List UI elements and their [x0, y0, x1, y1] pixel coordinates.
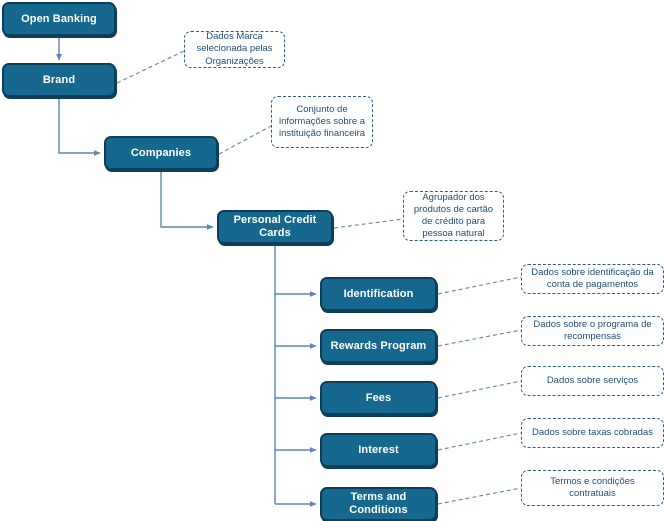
leader-identification-note [437, 276, 522, 295]
note-personal-credit-cards-label: Agrupador dos produtos de cartão de créd… [413, 191, 494, 240]
node-fees[interactable]: Fees [320, 381, 437, 415]
node-identification-label: Identification [343, 287, 414, 300]
node-companies-label: Companies [130, 146, 192, 159]
note-fees: Dados sobre serviços [521, 366, 664, 396]
node-rewards-program-label: Rewards Program [330, 339, 427, 352]
note-identification: Dados sobre identificação da conta de pa… [521, 264, 664, 294]
node-personal-credit-cards-label: Personal Credit Cards [233, 214, 317, 239]
leader-terms-and-conditions-note [437, 487, 522, 505]
note-rewards-program: Dados sobre o programa de recompensas [521, 316, 664, 346]
node-terms-and-conditions-label: Terms and Conditions [349, 491, 408, 516]
note-fees-label: Dados sobre serviços [546, 374, 639, 386]
note-interest: Dados sobre taxas cobradas [521, 418, 664, 448]
node-identification[interactable]: Identification [320, 277, 437, 311]
note-terms-and-conditions-label: Termos e condições contratuais [550, 475, 635, 499]
leader-interest-note [437, 432, 522, 451]
node-terms-and-conditions[interactable]: Terms and Conditions [320, 487, 437, 521]
node-open-banking[interactable]: Open Banking [2, 2, 116, 36]
node-interest[interactable]: Interest [320, 433, 437, 467]
note-personal-credit-cards: Agrupador dos produtos de cartão de créd… [403, 191, 504, 241]
leader-personal-credit-cards-note [333, 218, 404, 229]
node-brand-label: Brand [42, 73, 76, 86]
note-terms-and-conditions: Termos e condições contratuais [521, 470, 664, 506]
node-interest-label: Interest [358, 443, 399, 456]
note-identification-label: Dados sobre identificação da conta de pa… [531, 266, 654, 290]
node-companies[interactable]: Companies [104, 136, 218, 170]
leader-rewards-program-note [437, 329, 522, 347]
node-brand[interactable]: Brand [2, 63, 116, 97]
note-brand: Dados Marca selecionada pelas Organizaçõ… [184, 31, 285, 68]
note-companies-label: Conjunto de informações sobre a institui… [278, 103, 366, 140]
node-fees-label: Fees [365, 391, 392, 404]
note-companies: Conjunto de informações sobre a institui… [271, 96, 373, 148]
node-personal-credit-cards[interactable]: Personal Credit Cards [217, 210, 333, 244]
leader-brand-note [116, 50, 185, 84]
note-rewards-program-label: Dados sobre o programa de recompensas [533, 318, 652, 342]
node-rewards-program[interactable]: Rewards Program [320, 329, 437, 363]
note-brand-label: Dados Marca selecionada pelas Organizaçõ… [196, 31, 273, 67]
connector-brand-to-companies [58, 98, 101, 156]
note-interest-label: Dados sobre taxas cobradas [532, 426, 653, 438]
leader-companies-note [218, 125, 272, 155]
leader-fees-note [437, 380, 522, 399]
connector-companies-to-personal-credit-cards [160, 171, 214, 230]
node-open-banking-label: Open Banking [21, 12, 97, 25]
